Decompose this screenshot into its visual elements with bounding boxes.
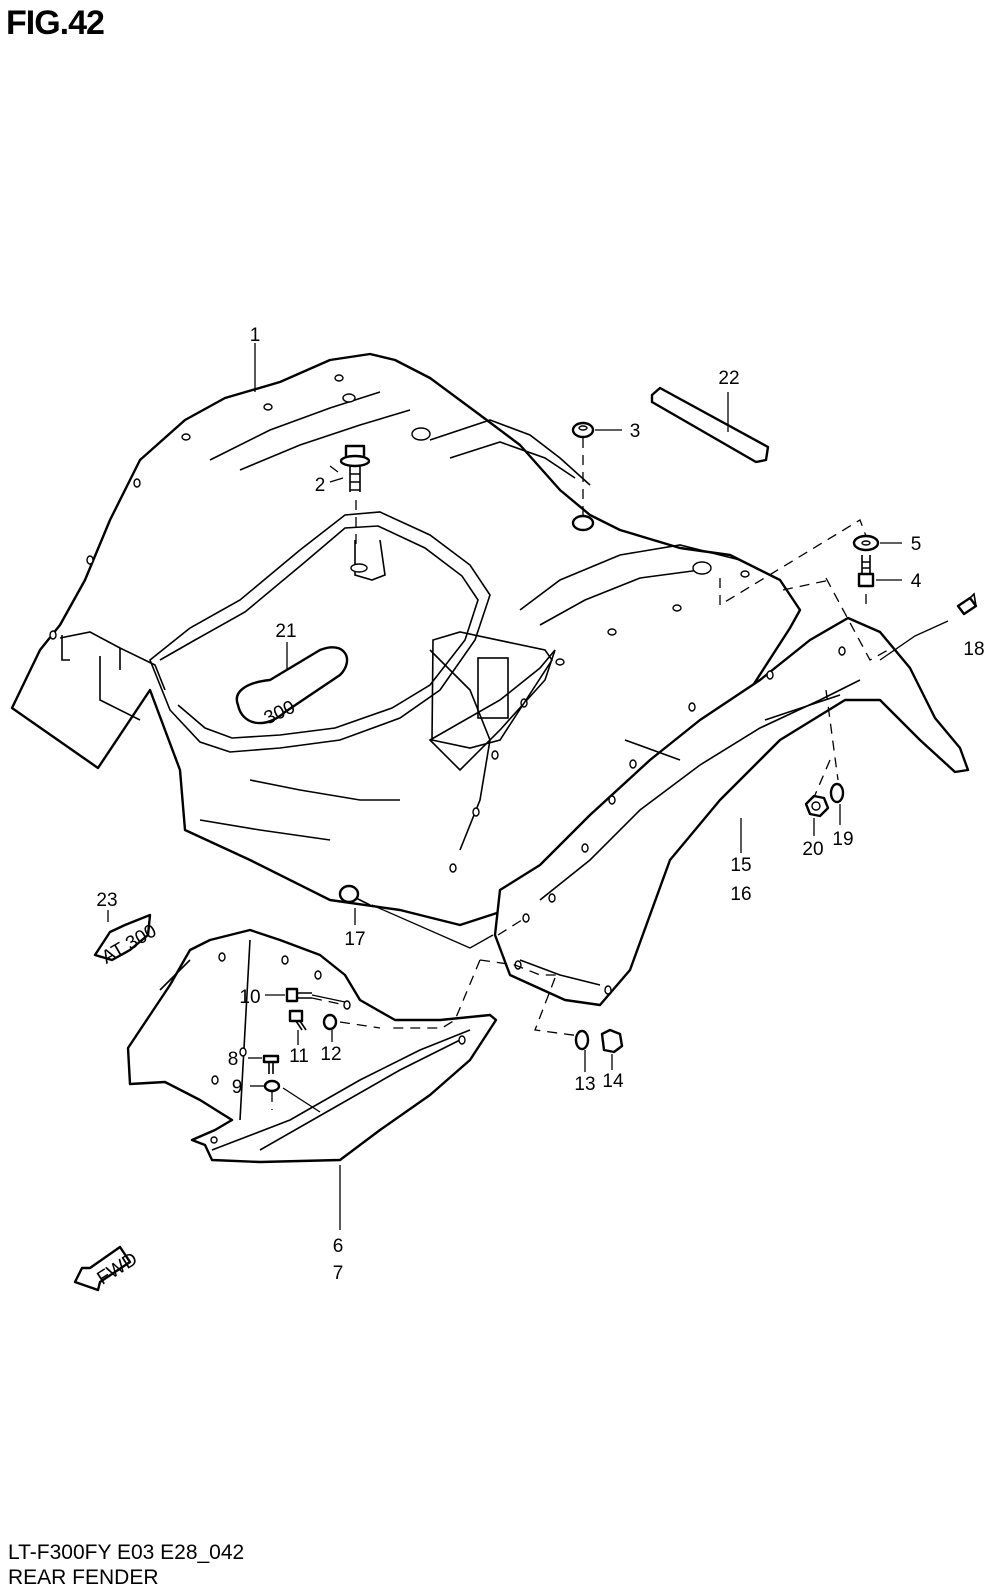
callout-3: 3 (630, 421, 641, 442)
callout-21: 21 (275, 621, 296, 642)
callout-15: 15 (730, 855, 751, 876)
fwd-arrow-icon: FWD (73, 1245, 141, 1292)
callout-2: 2 (315, 475, 326, 496)
callout-23: 23 (96, 890, 117, 911)
callout-19: 19 (832, 829, 853, 850)
callout-16: 16 (730, 884, 751, 905)
side-emblem: AT 300 (93, 913, 160, 968)
callout-1: 1 (250, 325, 261, 346)
callout-14: 14 (602, 1071, 624, 1092)
fasteners (262, 421, 978, 1093)
leader-lines (107, 343, 949, 1230)
callout-6: 6 (333, 1236, 344, 1257)
callout-13: 13 (574, 1074, 595, 1095)
mud-guard (126, 928, 498, 1164)
callout-10: 10 (239, 987, 260, 1008)
callout-20: 20 (802, 839, 823, 860)
callout-9: 9 (232, 1077, 243, 1098)
callout-17: 17 (344, 929, 365, 950)
protector-strip (650, 386, 770, 464)
callout-5: 5 (911, 534, 922, 555)
callout-labels: 1 2 3 4 5 6 7 8 9 10 11 12 13 14 15 16 1… (96, 325, 984, 1284)
model-code: LT-F300FY E03 E28_042 (8, 1541, 245, 1564)
side-fender (493, 616, 970, 1007)
figure-title: FIG.42 (6, 4, 105, 42)
figure-name: REAR FENDER (8, 1566, 159, 1589)
callout-7: 7 (333, 1263, 344, 1284)
callout-18: 18 (963, 639, 984, 660)
assembly-dash-lines (271, 438, 889, 1110)
rear-fender-main-body (10, 352, 802, 927)
callout-22: 22 (718, 368, 739, 389)
callout-4: 4 (911, 571, 922, 592)
callout-12: 12 (320, 1044, 341, 1065)
fender-mounting-holes (49, 374, 750, 873)
callout-11: 11 (289, 1046, 309, 1067)
callout-8: 8 (228, 1049, 239, 1070)
